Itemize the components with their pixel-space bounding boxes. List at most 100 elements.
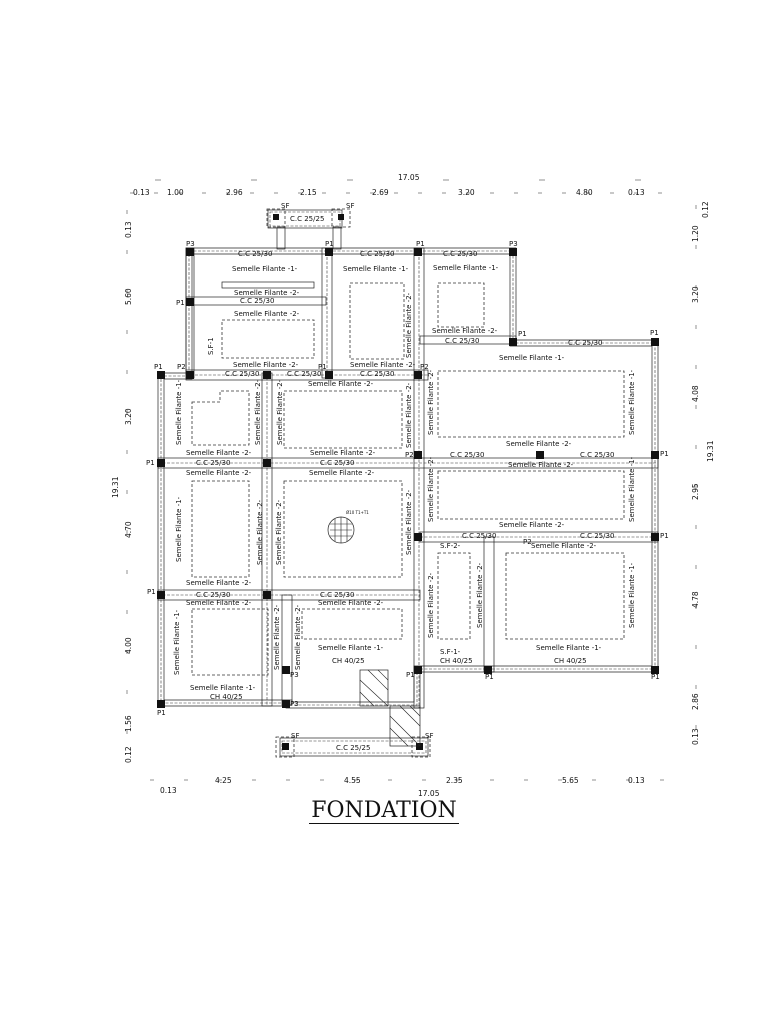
column-label: P3 [290,671,299,679]
left-dim-seg: 0.12 [124,746,133,763]
column [338,214,344,220]
drawing-title-text: FONDATION [309,798,459,824]
column [263,371,271,379]
footing-label: Semelle Filante -2- [233,361,299,369]
column [651,533,659,541]
footing-label: S.F-2- [440,542,461,550]
right-total-dim: 19.31 [706,440,715,462]
footing-label: Semelle Filante -2- [254,379,262,445]
bottom-dim-left: 0.13 [160,786,177,795]
left-dim-seg: 3.20 [124,408,133,425]
footing-label: Semelle Filante -2- [476,562,484,628]
footing-label: Semelle Filante -1- [318,644,384,652]
right-dim-seg: 2.95 [691,483,700,500]
beam-label: C.C 25/30 [196,591,230,599]
footing-label: Semelle Filante -2- [234,289,300,297]
footing-label: Semelle Filante -2- [427,572,435,638]
beam-label: C.C 25/30 [450,451,484,459]
column [263,459,271,467]
beam-label: C.C 25/30 [320,591,354,599]
left-dim-seg: 4.00 [124,637,133,654]
top-dim-seg: 0.13 [133,188,150,197]
footing-label: Semelle Filante -2- [531,542,597,550]
footing-label: Semelle Filante -1- [175,379,183,445]
column-label: P1 [146,459,155,467]
column [282,700,290,708]
footing-label: Semelle Filante -2- [273,604,281,670]
beam-label: C.C 25/30 [443,250,477,258]
footing-label: Semelle Filante -2- [256,499,264,565]
column [414,451,422,459]
column-label: P1 [318,363,327,371]
column-label: P1 [518,330,527,338]
footing-label: Semelle Filante -1- [175,496,183,562]
beam-label: C.C 25/25 [336,744,370,752]
column-label: P1 [325,240,334,248]
top-dim-seg: 2.15 [300,188,317,197]
footing-label: Semelle Filante -1- [190,684,256,692]
top-entrance: SF SF C.C 25/25 [266,202,354,250]
top-total-dim: 17.05 [398,173,420,182]
column [186,298,194,306]
footing-label: Semelle Filante -2- [499,521,565,529]
footing-label: Semelle Filante -2- [432,327,498,335]
footing-label: S.F-1 [207,337,215,355]
vertical-footing-labels: S.F-1 Semelle Filante -2- Semelle Filant… [173,292,636,675]
column [651,451,659,459]
column [325,248,333,256]
footing-label: Semelle Filante -2- [276,379,284,445]
right-dimension-lines: 0.12 1.20 3.20 4.08 2.95 4.78 2.86 0.13 … [691,201,715,765]
column-label: P1 [154,363,163,371]
beam-label: C.C 25/30 [462,532,496,540]
left-dimension-lines: 0.13 5.60 3.20 4.70 4.00 1.56 0.12 19.31 [111,210,133,765]
column [414,248,422,256]
column-label: P3 [509,240,518,248]
column-label: P1 [650,329,659,337]
left-dim-seg: 5.60 [124,288,133,305]
beam-label: CH 40/25 [210,693,243,701]
column-label: P3 [290,700,299,708]
bottom-total-dim: 17.05 [418,789,440,798]
beam-label: CH 40/25 [332,657,365,665]
left-dim-seg: 4.70 [124,521,133,538]
footing-label: Semelle Filante -2- [427,456,435,522]
beam-label: C.C 25/30 [568,339,602,347]
bottom-dim-seg: 5.65 [562,776,579,785]
beam-label: C.C 25/30 [580,532,614,540]
column-label: P1 [660,450,669,458]
beam-label: C.C 25/30 [225,370,259,378]
left-dim-seg: 0.13 [124,221,133,238]
column [509,248,517,256]
column-label: P1 [485,673,494,681]
column [414,371,422,379]
column-label: P2 [177,363,186,371]
drawing-title: FONDATION [0,798,768,824]
left-total-dim: 19.31 [111,476,120,498]
footing-label: Semelle Filante -2- [310,449,376,457]
footing-label: Semelle Filante -2- [318,599,384,607]
top-dim-seg: 2.96 [226,188,243,197]
footing-label: Semelle Filante -1- [433,264,499,272]
bottom-dimension-lines: 4.25 4.55 2.35 5.65 0.13 0.13 17.05 [150,776,665,798]
right-dim-seg: 0.13 [691,728,700,745]
bottom-dim-seg: 4.25 [215,776,232,785]
column [325,371,333,379]
right-dim-seg: 2.86 [691,693,700,710]
top-dim-seg: 3.20 [458,188,475,197]
footing-label: Semelle Filante -2- [508,461,574,469]
column [186,248,194,256]
footing-label: Semelle Filante -2- [427,369,435,435]
footing-label: Semelle Filante -2- [506,440,572,448]
sf-label: SF [291,732,299,740]
footing-label: Semelle Filante -1- [536,644,602,652]
column [282,666,290,674]
beam-label: C.C 25/25 [290,215,324,223]
top-dim-seg: 0.13 [628,188,645,197]
beam-label: C.C 25/30 [287,370,321,378]
detail-marker: Ø10 T1+T1 [327,510,369,544]
column-label: P1 [416,240,425,248]
bottom-dim-seg: 0.13 [628,776,645,785]
footing-label: Semelle Filante -1- [232,265,298,273]
footing-label: Semelle Filante -2- [275,499,283,565]
